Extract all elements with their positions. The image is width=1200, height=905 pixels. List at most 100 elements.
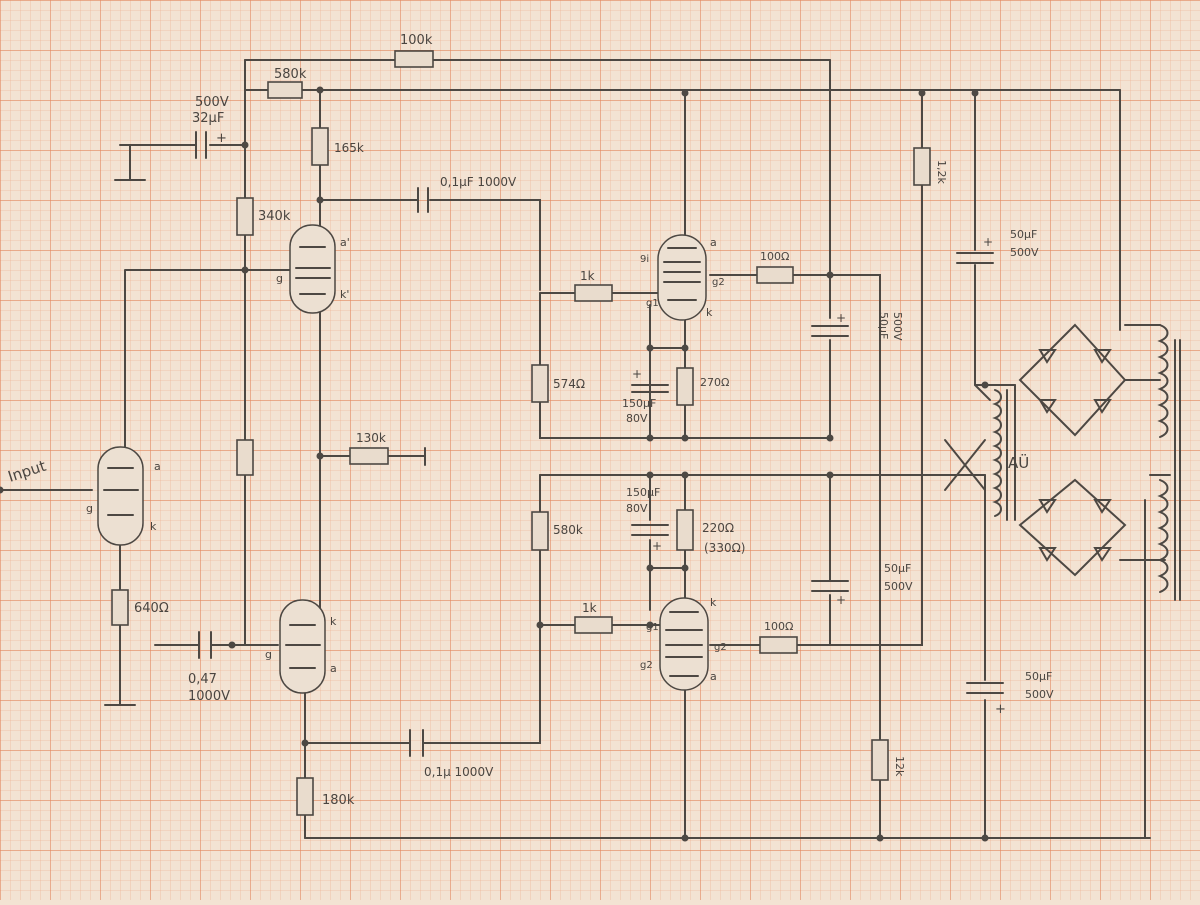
label-r-180k: 180k: [322, 793, 355, 808]
resistor-100-top: [756, 266, 794, 284]
label-r-640: 640Ω: [134, 601, 169, 616]
label-r-270: 270Ω: [700, 376, 729, 389]
pin-g2-right-lower: g2: [714, 642, 727, 653]
label-cap-150-top: 150µF: [622, 397, 656, 410]
pin-g2-power-upper: 9i: [640, 254, 649, 265]
cap-50-right: [956, 252, 994, 264]
cap-150-top-plus: +: [632, 367, 642, 381]
resistor-180k: [296, 777, 314, 816]
cap-150-top: [631, 384, 669, 393]
resistor-100-bottom: [759, 636, 798, 654]
resistors: [111, 50, 931, 816]
resistor-340k: [236, 197, 254, 236]
cap-32uf: [195, 131, 207, 159]
pin-a-power-upper: a: [710, 236, 717, 249]
resistor-1k2: [913, 147, 931, 186]
label-cap-50-mid: 50µF: [877, 312, 890, 339]
resistor-1k-bottom: [574, 616, 613, 634]
cap-50-bottom-right: [966, 682, 1004, 694]
cap-047: [198, 631, 212, 659]
resistor-100k: [394, 50, 434, 68]
pin-a-input: a: [154, 460, 161, 473]
cap-50-lower-plus: +: [836, 593, 846, 607]
label-r-100k: 100k: [400, 33, 433, 48]
resistor-270: [676, 367, 694, 406]
resistor-580k-top: [267, 81, 303, 99]
pin-k-lower: k: [330, 615, 337, 628]
pin-g-input: g: [86, 502, 93, 515]
label-cap-150-bottom-voltage: 80V: [626, 502, 648, 515]
cap-coupling-top: [417, 187, 429, 213]
pin-g1-power-upper: g1: [646, 298, 659, 309]
label-cap-50-lower: 50µF: [884, 562, 911, 575]
label-r-130k: 130k: [356, 431, 386, 445]
cap-50-right-plus: +: [983, 235, 993, 249]
cap-32uf-plus: +: [216, 131, 227, 146]
tube-power-upper: [657, 234, 707, 321]
pin-a1: a': [340, 236, 350, 249]
label-cap-50-lower-voltage: 500V: [884, 580, 913, 593]
pin-a-power-lower: a: [710, 670, 717, 683]
junctions: [0, 86, 989, 842]
resistor-220: [676, 509, 694, 551]
label-r-12k: 12k: [893, 756, 906, 777]
label-cap-coupling-bottom: 0,1µ 1000V: [424, 765, 494, 779]
pin-g-lower: g: [265, 648, 272, 661]
label-transformer: AÜ: [1008, 453, 1029, 472]
label-cap-50-right-voltage: 500V: [1010, 246, 1039, 259]
tubes: [97, 224, 709, 694]
label-r-220-alt: (330Ω): [704, 541, 745, 555]
power-transformer: [992, 323, 1181, 601]
label-r-580k-top: 580k: [274, 67, 307, 82]
wires: [0, 59, 1171, 839]
label-cap-50-bottom-right: 50µF: [1025, 670, 1052, 683]
cap-coupling-bottom: [409, 729, 424, 757]
tube-input: [97, 446, 144, 546]
label-cap-50-right: 50µF: [1010, 228, 1037, 241]
pin-g2-power-lower: g2: [640, 660, 653, 671]
pin-a-lower: a: [330, 662, 337, 675]
label-r-340k: 340k: [258, 209, 291, 224]
pin-k-input: k: [150, 520, 157, 533]
resistor-1k-top: [574, 284, 613, 302]
label-r-1k2: 1,2k: [935, 160, 948, 184]
label-cap-coupling-top: 0,1µF 1000V: [440, 175, 517, 189]
label-cap-047: 0,47: [188, 672, 217, 687]
label-cap-32uf-voltage: 500V: [195, 95, 229, 110]
label-r-1k-bottom: 1k: [582, 601, 597, 615]
resistor-12k: [871, 739, 889, 781]
pin-k-power-upper: k: [706, 306, 713, 319]
label-cap-150-bottom: 150µF: [626, 486, 660, 499]
tube-lower-left: [279, 599, 326, 694]
cap-50-bottom-right-plus: +: [995, 702, 1006, 717]
pin-g1-power-lower: g1: [646, 622, 659, 633]
cap-50-lower: [811, 580, 849, 592]
label-r-574: 574Ω: [553, 377, 585, 391]
rectifier-bridge-top: [1018, 323, 1127, 437]
pin-g2-right-upper: g2: [712, 277, 725, 288]
label-r-100-top: 100Ω: [760, 250, 789, 263]
resistor-130k: [349, 447, 389, 465]
label-r-220: 220Ω: [702, 521, 734, 535]
cap-150-bottom-plus: +: [652, 539, 662, 553]
cap-50-mid: [811, 325, 849, 337]
label-r-100-bottom: 100Ω: [764, 620, 793, 633]
label-cap-50-bottom-right-voltage: 500V: [1025, 688, 1054, 701]
label-cap-32uf: 32µF: [192, 111, 224, 126]
label-cap-50-mid-voltage: 500V: [891, 312, 904, 341]
label-r-1k-top: 1k: [580, 269, 595, 283]
resistor-165k: [311, 127, 329, 166]
resistor-580k-bottom: [531, 511, 549, 551]
pin-k1: k': [340, 288, 349, 301]
resistor-unlabeled: [236, 439, 254, 476]
label-r-580k-bottom: 580k: [553, 523, 583, 537]
rectifier-bridge-bottom: [1018, 478, 1127, 577]
label-cap-150-top-voltage: 80V: [626, 412, 648, 425]
resistor-574: [531, 364, 549, 403]
resistor-640: [111, 589, 129, 626]
labels: Input 100k 580k 500V 32µF + 165k 0,1µF 1…: [6, 33, 1054, 808]
pin-k-power-lower: k: [710, 596, 717, 609]
